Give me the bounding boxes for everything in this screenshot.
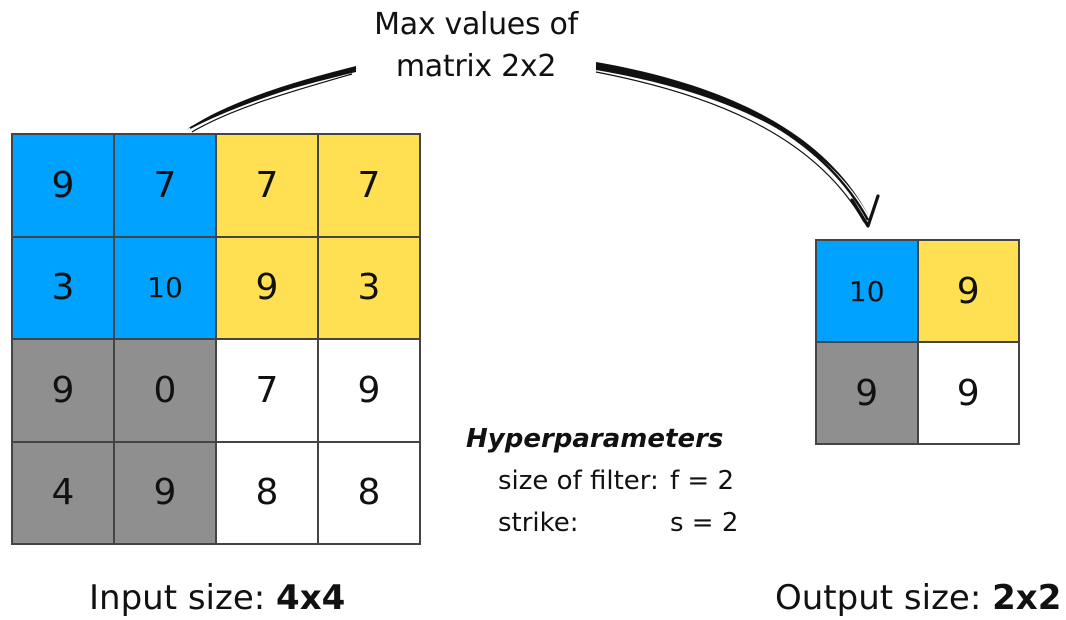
hyperparameters-heading: Hyperparameters bbox=[466, 424, 724, 454]
strike-label: strike: bbox=[498, 508, 579, 538]
input-size-value: 4x4 bbox=[276, 578, 346, 618]
title-line-2: matrix 2x2 bbox=[395, 49, 557, 84]
input-matrix-cell: 9 bbox=[13, 340, 115, 443]
filter-size-value: f = 2 bbox=[670, 466, 735, 496]
input-matrix-cell: 9 bbox=[319, 340, 421, 443]
input-matrix-cell: 9 bbox=[115, 442, 217, 545]
input-matrix-cell: 7 bbox=[319, 135, 421, 238]
title-line-1: Max values of bbox=[374, 7, 578, 42]
right-arrow bbox=[595, 62, 880, 228]
input-matrix-cell: 7 bbox=[115, 135, 217, 238]
diagram-title: Max values of matrix 2x2 bbox=[356, 4, 596, 88]
filter-size-row: size of filter: f = 2 bbox=[466, 460, 806, 502]
hyperparameters-panel: Hyperparameters size of filter: f = 2 st… bbox=[466, 418, 806, 544]
input-matrix-cell: 8 bbox=[217, 442, 319, 545]
input-matrix-cell: 3 bbox=[13, 237, 115, 340]
input-matrix-cell: 9 bbox=[13, 135, 115, 238]
input-matrix-cell: 9 bbox=[217, 237, 319, 340]
input-matrix-cell: 7 bbox=[217, 340, 319, 443]
left-arrow bbox=[186, 66, 357, 133]
output-matrix-cell: 9 bbox=[918, 343, 1020, 445]
input-matrix-cell: 0 bbox=[115, 340, 217, 443]
output-size-value: 2x2 bbox=[992, 578, 1062, 618]
input-size-caption: Input size: 4x4 bbox=[89, 576, 345, 620]
input-matrix-cell: 7 bbox=[217, 135, 319, 238]
output-matrix-cell: 9 bbox=[817, 343, 919, 445]
output-size-caption: Output size: 2x2 bbox=[775, 576, 1061, 620]
input-matrix-cell: 8 bbox=[319, 442, 421, 545]
input-size-prefix: Input size: bbox=[89, 578, 277, 618]
input-matrix-cell: 4 bbox=[13, 442, 115, 545]
strike-value: s = 2 bbox=[670, 508, 739, 538]
output-size-prefix: Output size: bbox=[775, 578, 993, 618]
output-matrix-cell: 9 bbox=[918, 241, 1020, 343]
output-matrix-cell: 10 bbox=[817, 241, 919, 343]
strike-row: strike: s = 2 bbox=[466, 502, 806, 544]
filter-size-label: size of filter: bbox=[498, 466, 659, 496]
input-matrix-cell: 10 bbox=[115, 237, 217, 340]
input-matrix-cell: 3 bbox=[319, 237, 421, 340]
